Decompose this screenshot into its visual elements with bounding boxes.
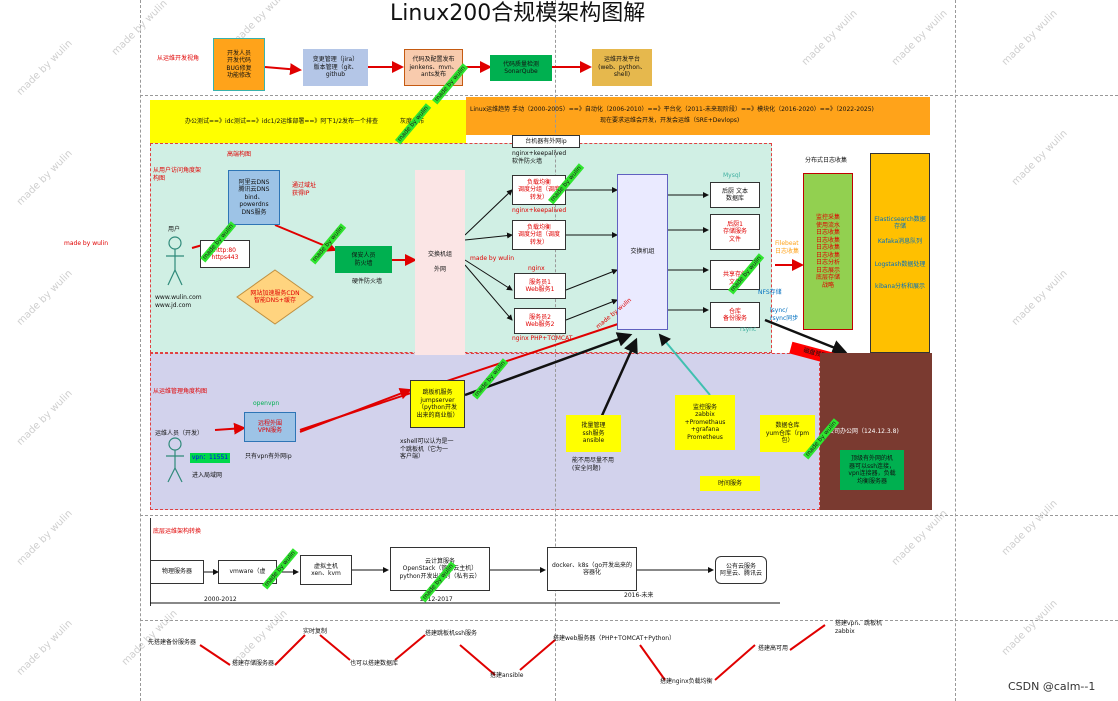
vpn-box: 远程外围 VPN服务 <box>244 412 296 442</box>
mysql-label: Mysql <box>723 172 741 179</box>
lb1-label: nginx+keepalived <box>512 207 567 214</box>
flow-step: 搭建存储服务器 <box>232 660 275 667</box>
guide-line-v3 <box>955 0 956 701</box>
nfs-label: NFS存储 <box>758 289 782 296</box>
monitor-box: 监控服务 zabbix +Promethaus +grafana Prometh… <box>675 395 735 450</box>
ops-section-label: 从运维管理角度构图 <box>153 388 208 395</box>
flow-step: 搭建web服务器（PHP+TOMCAT+Python） <box>553 635 676 642</box>
site-label: 高端构图 <box>227 151 252 158</box>
infra-step-container: docker、k8s（go开发出来的 容器化 <box>547 547 637 591</box>
php-label: nginx PHP+TOMCAT <box>512 335 573 342</box>
lb2-box: 负载均衡 调度分组（调度 转发） <box>512 220 566 250</box>
guide-line-v1 <box>140 0 141 701</box>
yellow-banner-text: 办公测试==》idc测试==》idc1/2运维部署==》阿下1/2发布一个排查 <box>185 118 379 125</box>
web1-box: 服务员1 Web服务1 <box>514 273 566 299</box>
stamp-red: made by wulin <box>470 255 515 262</box>
dev-flow-label: 从运维开发视角 <box>157 55 200 62</box>
vpn-ip-label: 只有vpn有外网ip <box>245 453 292 460</box>
flow-step: 搭建ansible <box>490 672 524 679</box>
infra-step-virtual: 虚拟主机 xen、kvm <box>300 555 352 585</box>
flow-step: 实时复制 <box>303 628 328 635</box>
storage-box: 后厨1 存储服务 文件 <box>710 214 760 250</box>
admin-label: 运维人员（开发） <box>155 430 204 437</box>
firewall-box: 保安人员 防火墙 <box>335 246 392 273</box>
guide-line-v2 <box>555 0 556 701</box>
rsync-label: rsync <box>740 326 757 333</box>
inner-switch-box: 交换机组 <box>617 174 668 330</box>
year-label: 2000-2012 <box>204 596 237 603</box>
cdn-text: 网站加速服务CDN 智能DNS+缓存 <box>250 289 300 305</box>
vpn-port-badge: vpn：11551 <box>190 453 230 463</box>
elk-box: Elasticsearch数据 存储 Kafaka消息队列 Logstash数据… <box>870 153 930 353</box>
stamp-red: made by wulin <box>64 240 109 247</box>
flow-step: 搭建nginx负载均衡 <box>660 678 713 685</box>
guide-line-h2 <box>140 515 1118 516</box>
user-label: 用户 <box>168 226 181 233</box>
domains-text: www.wulin.com www.jd.com <box>155 294 202 309</box>
web2-box: 服务员2 Web服务2 <box>514 308 566 334</box>
flow-step: 也可以搭建数据库 <box>350 660 399 667</box>
yum-box: 数据仓库 yum仓库（rpm 包） <box>760 415 815 452</box>
flow-step: 搭建vpn、跳板机 zabbix <box>835 620 883 635</box>
flow-step: 先搭建备份服务器 <box>148 639 197 646</box>
keepalived-label: nginx+keepalived 软件防火墙 <box>512 150 567 165</box>
db-box: 后厨 文本 数据库 <box>710 182 760 208</box>
log-title: 分布式日志收集 <box>805 157 848 164</box>
guide-line-h3 <box>140 620 1118 621</box>
jump-note: xshell可以认为是一 个跳板机（它为一 客户端） <box>400 438 454 460</box>
infra-step-physical: 物理服务器 <box>150 560 204 584</box>
infra-label: 底层运维架构转换 <box>153 528 202 535</box>
orange-history-banner <box>466 97 930 135</box>
user-section-label: 从用户访问角度架 构图 <box>153 167 202 182</box>
backup-box: 仓库 备份服务 <box>710 302 760 328</box>
flow-step: 搭建高可用 <box>758 645 789 652</box>
openvpn-label: openvpn <box>253 400 280 407</box>
quality-box: 代码质量检测 SonarQube <box>490 55 552 81</box>
ops-platform-box: 运维开发平台 (web、python、 shell) <box>592 49 652 86</box>
dev-box: 开发人员 开发代码 BUG修复 功能修改 <box>213 38 265 91</box>
csdn-credit: CSDN @calm--1 <box>1008 680 1096 693</box>
hw-firewall-label: 硬件防火墙 <box>352 278 383 285</box>
enter-lan-label: 进入局域网 <box>192 472 223 479</box>
time-box: 时间服务 <box>700 476 760 491</box>
vcs-box: 变更管理（jira） 版本管理（git、 github <box>303 49 368 86</box>
page-title: Linux200合规模架构图解 <box>390 1 646 26</box>
main-switch-box: 交换机组 外网 <box>415 170 465 355</box>
log-collect-box: 监控采集 使用流水 日志收集 日志收集 日志收集 日志收集 日志分析 日志展示 … <box>803 173 853 330</box>
orange-banner-line2: 现在要求运维会开发，开发会运维（SRE+Devlops) <box>600 117 740 124</box>
guide-line-h1 <box>140 95 1118 96</box>
office-title: 公司办公网（124.12.3.8) <box>828 428 899 435</box>
orange-banner-line1: Linux运维趋势 手动（2000-2005）==》自动化（2006-2010）… <box>470 106 874 113</box>
jumpserver-box: 跳板机服务 jumpserver （python开发 出来的商业版） <box>410 380 465 428</box>
batch-box: 批量管理 ssh服务 ansible <box>566 415 621 452</box>
ci-box: 代码及配置发布 jenkens、mvn、 ants发布 <box>404 49 463 86</box>
filebeat-label: Filebeat 日志收集 <box>775 240 800 255</box>
year-label: 2012-2017 <box>420 596 453 603</box>
sync-label: lsync/ rsync同步 <box>770 307 799 322</box>
mgmt-ip-box: 台机器有外网ip <box>512 135 580 148</box>
resolve-text: 通过域址 获得IP <box>292 182 317 197</box>
flow-step: 搭建跳板机ssh服务 <box>425 630 478 637</box>
year-label: 2016-未来 <box>624 592 654 599</box>
nginx-label: nginx <box>528 265 545 272</box>
infra-step-public: 公有云服务 阿里云、腾讯云 <box>715 556 767 584</box>
office-box: 顶级有外网的机 器可以ssh连接， vpn连接器，负载 均衡服务器 <box>840 450 904 490</box>
batch-note: 能不用尽量不用 (安全问题) <box>572 457 615 472</box>
dns-box: 阿里云DNS 腾讯云DNS bind、powerdns DNS服务 <box>228 170 280 225</box>
